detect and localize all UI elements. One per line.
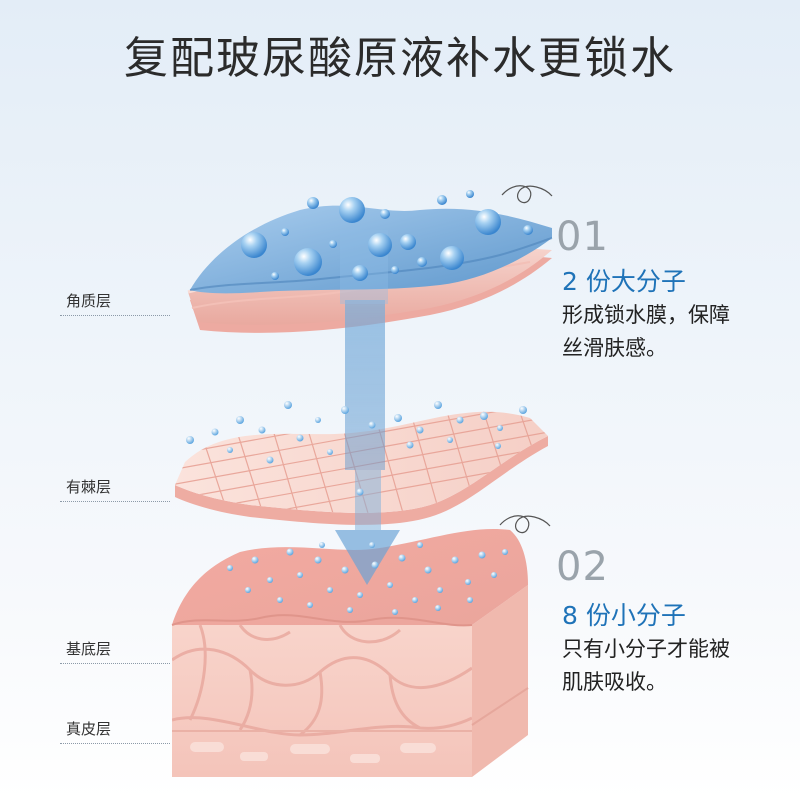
point-01-description: 形成锁水膜，保障 丝滑肤感。	[562, 299, 782, 365]
point-02-number: 02	[556, 544, 609, 590]
point-02-desc-line1: 只有小分子才能被	[562, 637, 730, 661]
point-02-desc-line2: 肌肤吸收。	[562, 670, 667, 694]
penetration-arrow	[335, 230, 400, 585]
point-01-desc-line2: 丝滑肤感。	[562, 336, 667, 360]
swirl-decoration-bottom	[499, 515, 551, 534]
point-01-number: 01	[556, 214, 609, 260]
label-dermis: 真皮层	[60, 718, 170, 744]
page-title: 复配玻尿酸原液补水更锁水	[124, 33, 676, 84]
point-01-heading: 2 份大分子	[562, 267, 686, 296]
dermis-block	[171, 529, 529, 777]
point-01-desc-line1: 形成锁水膜，保障	[562, 303, 730, 327]
macromolecule-droplets	[241, 190, 533, 281]
label-stratum-spinosum: 有棘层	[60, 476, 170, 502]
label-stratum-basale: 基底层	[60, 638, 170, 664]
point-02-heading: 8 份小分子	[562, 601, 686, 630]
point-02-description: 只有小分子才能被 肌肤吸收。	[562, 633, 782, 699]
small-molecule-dots	[186, 401, 527, 615]
swirl-decoration-top	[501, 185, 553, 204]
label-stratum-corneum: 角质层	[60, 290, 170, 316]
